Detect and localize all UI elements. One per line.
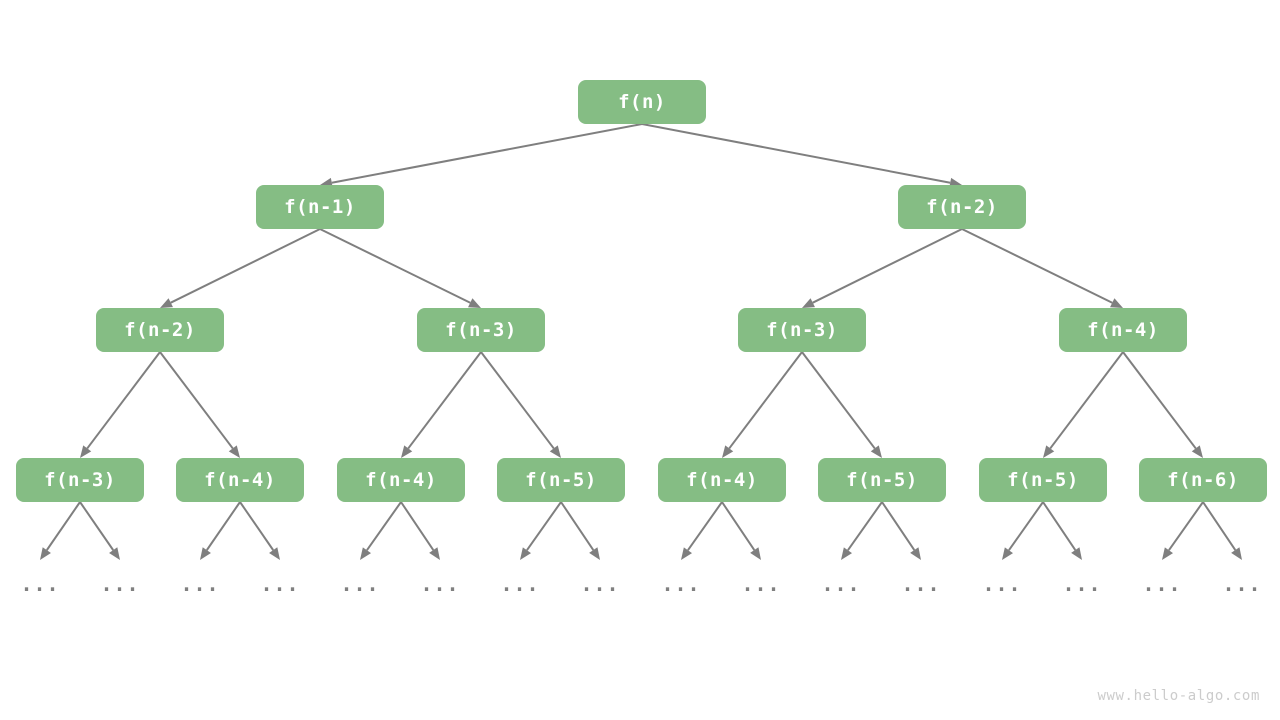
leaf-edge-n12-10 [841, 501, 883, 560]
tree-node-n10: f(n-5) [497, 458, 625, 502]
leaf-edge-n14-15 [1202, 501, 1242, 560]
leaf-edge-n9-5 [400, 501, 440, 560]
leaf-ellipsis: ... [1062, 572, 1102, 596]
tree-node-n3: f(n-2) [96, 308, 224, 352]
leaf-ellipsis: ... [580, 572, 620, 596]
leaf-ellipsis: ... [982, 572, 1022, 596]
leaf-edge-n7-1 [79, 501, 120, 560]
edge-n1-to-n4 [319, 228, 481, 308]
edge-n2-to-n5 [802, 228, 963, 308]
tree-node-n13: f(n-5) [979, 458, 1107, 502]
leaf-ellipsis: ... [260, 572, 300, 596]
tree-node-n9: f(n-4) [337, 458, 465, 502]
leaf-ellipsis: ... [20, 572, 60, 596]
leaf-edge-n7-0 [40, 501, 81, 560]
tree-node-n11: f(n-4) [658, 458, 786, 502]
leaf-edge-n8-3 [239, 501, 280, 560]
edge-n0-to-n2 [641, 123, 962, 188]
tree-node-n6: f(n-4) [1059, 308, 1187, 352]
leaf-ellipsis: ... [1222, 572, 1262, 596]
leaf-ellipsis: ... [340, 572, 380, 596]
leaf-edge-n10-7 [560, 501, 600, 560]
tree-node-n2: f(n-2) [898, 185, 1026, 229]
edge-n2-to-n6 [961, 228, 1123, 308]
leaf-ellipsis: ... [821, 572, 861, 596]
tree-node-n12: f(n-5) [818, 458, 946, 502]
leaf-ellipsis: ... [901, 572, 941, 596]
edge-n6-to-n13 [1043, 351, 1124, 458]
edge-n3-to-n8 [159, 351, 240, 458]
leaf-ellipsis: ... [420, 572, 460, 596]
leaf-ellipsis: ... [100, 572, 140, 596]
leaf-edge-n9-4 [360, 501, 402, 560]
leaf-ellipsis: ... [180, 572, 220, 596]
leaf-edge-n14-14 [1162, 501, 1204, 560]
leaf-ellipsis: ... [1142, 572, 1182, 596]
edge-n6-to-n14 [1122, 351, 1203, 458]
tree-node-n14: f(n-6) [1139, 458, 1267, 502]
leaf-edge-n12-11 [881, 501, 921, 560]
edge-n5-to-n12 [801, 351, 882, 458]
tree-node-n0: f(n) [578, 80, 706, 124]
leaf-edge-n10-6 [520, 501, 562, 560]
tree-node-n4: f(n-3) [417, 308, 545, 352]
tree-node-n1: f(n-1) [256, 185, 384, 229]
tree-node-n8: f(n-4) [176, 458, 304, 502]
leaf-ellipsis: ... [661, 572, 701, 596]
leaf-edge-n11-9 [721, 501, 761, 560]
tree-node-n5: f(n-3) [738, 308, 866, 352]
edge-n0-to-n1 [320, 123, 643, 188]
leaf-edge-n13-13 [1042, 501, 1082, 560]
leaf-ellipsis: ... [741, 572, 781, 596]
leaf-edge-n11-8 [681, 501, 723, 560]
edge-n5-to-n11 [722, 351, 803, 458]
leaf-edge-n13-12 [1002, 501, 1044, 560]
edge-n4-to-n10 [480, 351, 561, 458]
leaf-ellipsis: ... [500, 572, 540, 596]
tree-node-n7: f(n-3) [16, 458, 144, 502]
leaf-edge-n8-2 [200, 501, 241, 560]
edge-n1-to-n3 [160, 228, 321, 308]
edge-n4-to-n9 [401, 351, 482, 458]
edge-n3-to-n7 [80, 351, 161, 458]
watermark: www.hello-algo.com [1097, 688, 1260, 704]
